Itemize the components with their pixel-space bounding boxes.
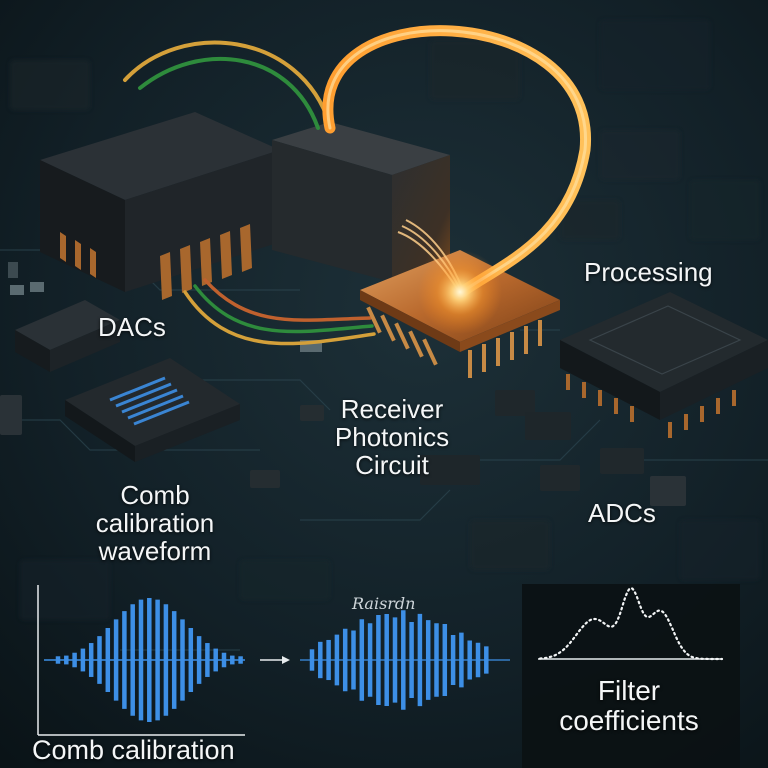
processing-label: Processing xyxy=(584,257,713,287)
right-arrow-icon xyxy=(260,656,290,664)
dac-chip xyxy=(40,112,280,300)
receiver-label-line-1: Receiver xyxy=(340,394,444,424)
glowing-fiber-junction-icon xyxy=(418,250,502,334)
comb-waveform-chip xyxy=(65,358,240,462)
comb-calibration-plot xyxy=(37,585,245,736)
background-components xyxy=(10,20,760,620)
handwritten-tag: Raisrdn xyxy=(352,594,416,613)
comb-waveform-label-line-1: Comb xyxy=(120,480,190,510)
filter-label-line-1: Filter xyxy=(597,675,661,706)
wire-bundle xyxy=(123,40,376,346)
photonic-module-cube xyxy=(272,122,450,282)
filter-label-line-2: coefficients xyxy=(559,705,699,737)
smd-components xyxy=(0,262,686,506)
receiver-label-line-2: Photonics xyxy=(334,422,450,453)
filter-response-curve xyxy=(538,586,724,661)
filter-coefficients-panel xyxy=(522,584,740,768)
dacs-label: DACs xyxy=(98,312,166,342)
receiver-photonics-circuit-label: Receiver Photonics Circuit xyxy=(330,395,454,479)
processing-chip xyxy=(560,292,768,438)
received-waveform xyxy=(300,610,510,710)
comb-calibration-label: Comb calibration xyxy=(32,735,235,765)
filter-coefficients-label: Filter coefficients xyxy=(534,675,724,737)
comb-waveform-label-line-2: calibration xyxy=(95,508,215,539)
comb-calibration-waveform-label: Comb calibration waveform xyxy=(70,481,240,565)
received-waveform-bars xyxy=(309,610,489,710)
small-chip xyxy=(15,300,120,372)
adcs-label: ADCs xyxy=(588,498,656,528)
comb-waveform-label-line-3: waveform xyxy=(98,536,212,567)
comb-waveform-bars xyxy=(55,598,243,722)
receiver-label-line-3: Circuit xyxy=(355,450,429,481)
